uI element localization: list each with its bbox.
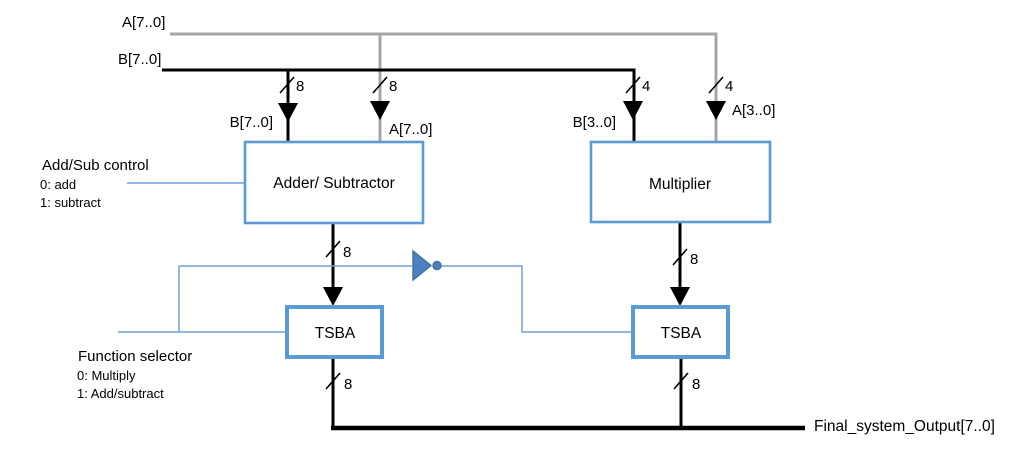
tsba-right-input-arrow-icon bbox=[670, 287, 690, 306]
function-selector-option-0: 0: Multiply bbox=[77, 368, 136, 383]
tsba-left-label: TSBA bbox=[315, 325, 356, 342]
tsba-left-output-width-slash-icon bbox=[325, 372, 341, 390]
adder-a-input-label: A[7..0] bbox=[389, 121, 432, 138]
tsba-left-output-width-label: 8 bbox=[344, 376, 352, 393]
adder-b-input-arrow-icon bbox=[278, 103, 298, 122]
final-system-output-label: Final_system_Output[7..0] bbox=[814, 418, 995, 435]
adder-subtractor-label: Adder/ Subtractor bbox=[273, 175, 394, 192]
multiplier-b-input-label: B[3..0] bbox=[573, 114, 616, 131]
add-sub-option-0: 0: add bbox=[40, 177, 76, 192]
multiplier-label: Multiplier bbox=[649, 176, 711, 193]
function-selector-option-1: 1: Add/subtract bbox=[77, 386, 164, 401]
a-bus-label: A[7..0] bbox=[122, 14, 165, 31]
b-bus-label: B[7..0] bbox=[118, 51, 161, 68]
adder-b-input-label: B[7..0] bbox=[230, 114, 273, 131]
inverter-bubble-icon bbox=[432, 260, 442, 271]
tsba-right-output-width-label: 8 bbox=[692, 376, 700, 393]
multiplier-output-width-label: 8 bbox=[690, 251, 698, 268]
inverter-gate-icon bbox=[412, 249, 433, 282]
tsba-right-label: TSBA bbox=[661, 325, 702, 342]
multiplier-a-input-arrow-icon bbox=[706, 101, 726, 120]
function-selector-title: Function selector bbox=[78, 348, 192, 365]
adder-b-width-slash-icon bbox=[279, 76, 295, 94]
inverter-output-wire bbox=[441, 265, 633, 333]
tsba-left-input-arrow-icon bbox=[323, 287, 343, 306]
adder-a-input-arrow-icon bbox=[370, 101, 390, 120]
b-bus-wire bbox=[162, 68, 636, 143]
tsba-right-block bbox=[631, 305, 730, 359]
multiplier-a-width-slash-icon bbox=[708, 76, 724, 94]
add-sub-option-1: 1: subtract bbox=[40, 195, 101, 210]
tsba-left-block bbox=[285, 305, 384, 359]
multiplier-b-width-slash-icon bbox=[625, 76, 641, 94]
tsba-right-output-width-slash-icon bbox=[673, 372, 689, 390]
adder-a-width-slash-icon bbox=[372, 76, 388, 94]
adder-output-width-slash-icon bbox=[325, 240, 341, 258]
add-sub-control-title: Add/Sub control bbox=[42, 157, 149, 174]
multiplier-output-width-slash-icon bbox=[672, 248, 688, 266]
multiplier-block bbox=[589, 140, 772, 224]
adder-a-width-label: 8 bbox=[389, 78, 397, 95]
adder-b-width-label: 8 bbox=[296, 78, 304, 95]
adder-output-width-label: 8 bbox=[343, 244, 351, 261]
multiplier-a-input-label: A[3..0] bbox=[732, 102, 775, 119]
multiplier-b-input-arrow-icon bbox=[623, 101, 643, 120]
multiplier-b-width-label: 4 bbox=[642, 78, 650, 95]
adder-subtractor-block bbox=[243, 140, 425, 225]
multiplier-a-width-label: 4 bbox=[725, 78, 733, 95]
